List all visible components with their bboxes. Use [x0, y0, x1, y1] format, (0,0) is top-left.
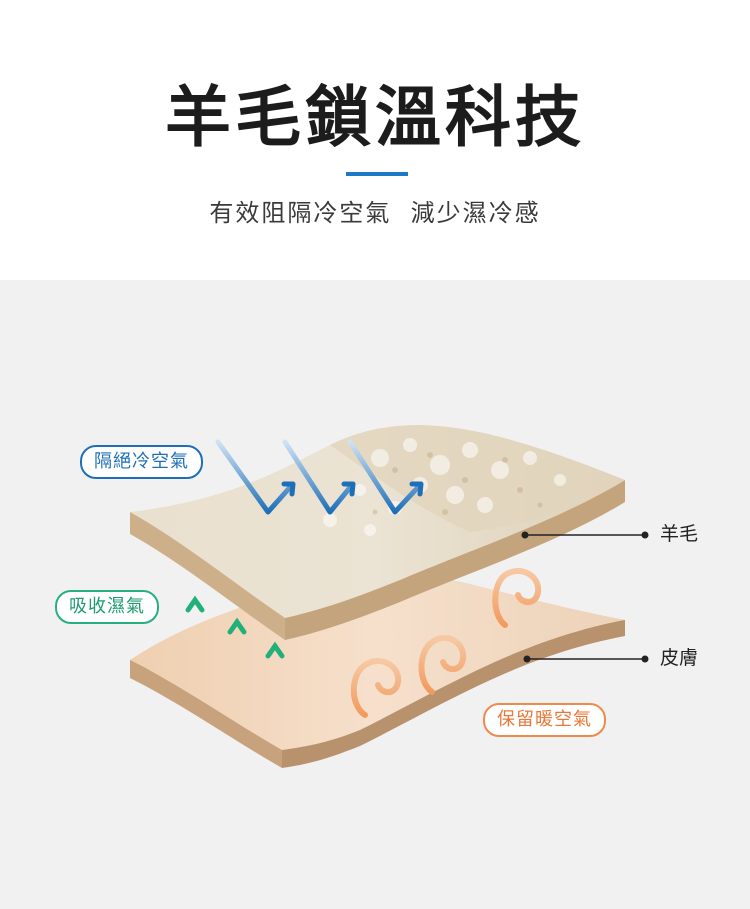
callout-block-cold-air: 隔絕冷空氣	[80, 445, 203, 479]
wool-layer	[130, 425, 625, 640]
callout-absorb-moisture: 吸收濕氣	[55, 590, 159, 624]
wool-leader-line	[521, 531, 649, 539]
header: 羊毛鎖溫科技 有效阻隔冷空氣 減少濕冷感	[0, 0, 750, 280]
layer-illustration	[130, 425, 649, 768]
label-skin: 皮膚	[660, 647, 699, 669]
layer-diagram: 隔絕冷空氣 吸收濕氣 保留暖空氣 羊毛 皮膚	[0, 280, 750, 909]
page-subtitle: 有效阻隔冷空氣 減少濕冷感	[209, 199, 541, 227]
page-title: 羊毛鎖溫科技	[165, 79, 585, 156]
cold-air-arrow-icon	[215, 439, 424, 515]
skin-leader-line	[523, 655, 649, 663]
moisture-up-arrow-icon	[185, 595, 285, 701]
callout-retain-warm-air: 保留暖空氣	[483, 703, 606, 737]
label-wool: 羊毛	[660, 523, 699, 545]
warm-air-loop-icon	[350, 568, 542, 718]
title-underline	[346, 172, 408, 176]
